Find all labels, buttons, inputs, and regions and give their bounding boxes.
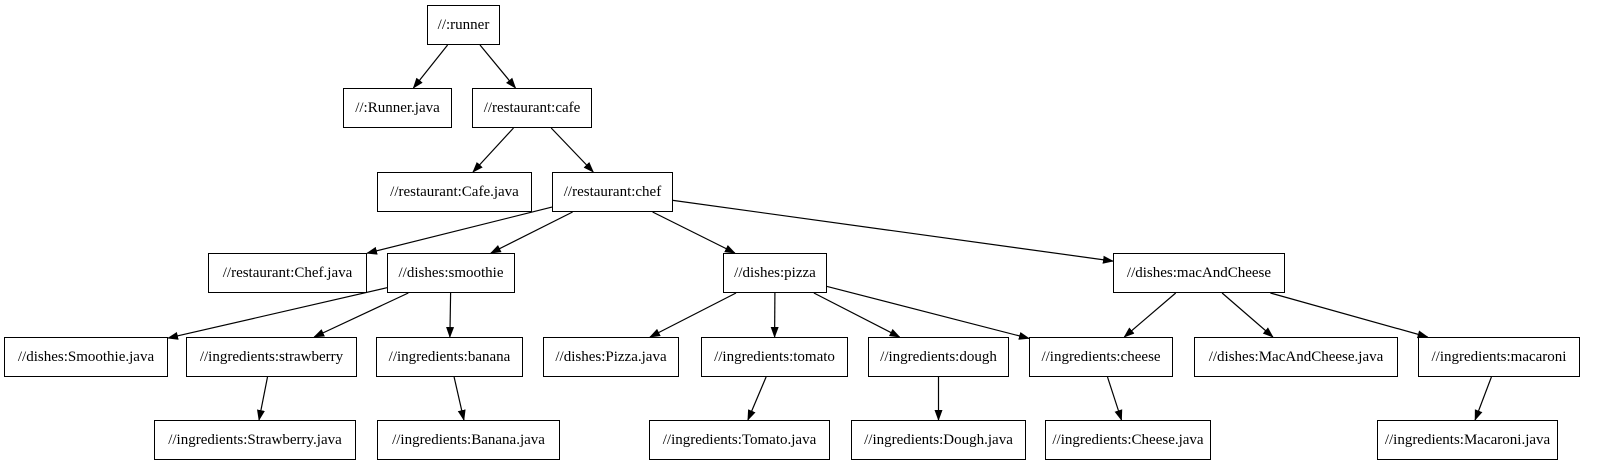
graph-node-smoothie: //dishes:smoothie [387, 253, 515, 293]
graph-node-banana: //ingredients:banana [376, 337, 523, 377]
graph-node-tomato: //ingredients:tomato [701, 337, 848, 377]
edge-pizza-to-cheese [826, 285, 1030, 340]
graph-node-mac-and-cheese: //dishes:macAndCheese [1113, 253, 1285, 293]
edge-pizza-to-pizza-java [649, 292, 737, 338]
graph-node-mac-and-cheese-java: //dishes:MacAndCheese.java [1194, 337, 1398, 377]
edge-banana-to-banana-java [453, 376, 466, 421]
edge-cheese-to-cheese-java [1106, 376, 1123, 421]
graph-node-dough: //ingredients:dough [868, 337, 1009, 377]
edge-cafe-to-chef [550, 127, 594, 173]
graph-node-runner-java: //:Runner.java [343, 88, 452, 128]
graph-node-tomato-java: //ingredients:Tomato.java [649, 420, 830, 460]
graph-node-macaroni-java: //ingredients:Macaroni.java [1377, 420, 1558, 460]
graph-node-chef: //restaurant:chef [552, 172, 673, 212]
edge-cafe-to-cafe-java [472, 127, 514, 173]
edge-tomato-to-tomato-java [747, 376, 767, 421]
graph-node-pizza-java: //dishes:Pizza.java [543, 337, 679, 377]
edge-mac-and-cheese-to-mac-and-cheese-java [1221, 292, 1274, 338]
edges-group [167, 44, 1492, 421]
graph-node-dough-java: //ingredients:Dough.java [851, 420, 1026, 460]
edge-chef-to-mac-and-cheese [672, 199, 1114, 264]
graph-node-runner: //:runner [427, 5, 500, 45]
edge-runner-to-runner-java [412, 44, 449, 89]
graph-node-pizza: //dishes:pizza [723, 253, 827, 293]
edge-macaroni-to-macaroni-java [1474, 376, 1492, 421]
graph-node-banana-java: //ingredients:Banana.java [377, 420, 560, 460]
edge-smoothie-to-strawberry [313, 292, 409, 338]
edge-chef-to-smoothie [490, 211, 573, 254]
edge-chef-to-pizza [652, 211, 736, 254]
edge-chef-to-chef-java [366, 206, 553, 255]
graph-node-strawberry: //ingredients:strawberry [186, 337, 357, 377]
edge-smoothie-to-smoothie-java [167, 287, 388, 340]
edge-runner-to-cafe [479, 44, 517, 89]
graph-node-cafe: //restaurant:cafe [472, 88, 592, 128]
edge-strawberry-to-strawberry-java [257, 376, 269, 421]
graph-node-strawberry-java: //ingredients:Strawberry.java [154, 420, 356, 460]
edge-mac-and-cheese-to-cheese [1123, 292, 1177, 338]
edge-mac-and-cheese-to-macaroni [1270, 292, 1429, 339]
graph-node-macaroni: //ingredients:macaroni [1418, 337, 1580, 377]
graph-node-cheese: //ingredients:cheese [1029, 337, 1173, 377]
edge-smoothie-to-banana [446, 292, 455, 338]
graph-node-chef-java: //restaurant:Chef.java [208, 253, 367, 293]
graph-node-cheese-java: //ingredients:Cheese.java [1045, 420, 1211, 460]
edge-pizza-to-dough [813, 292, 901, 338]
graph-node-smoothie-java: //dishes:Smoothie.java [4, 337, 168, 377]
graph-node-cafe-java: //restaurant:Cafe.java [377, 172, 532, 212]
